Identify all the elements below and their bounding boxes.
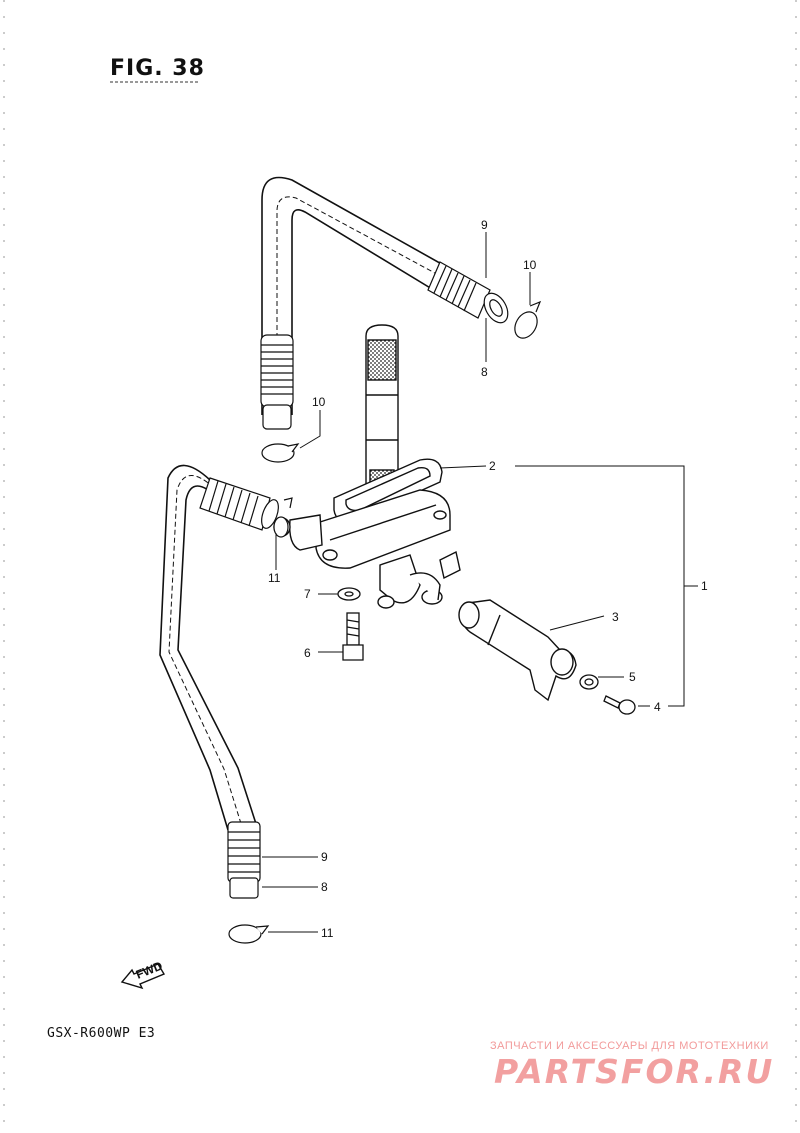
screw-4 bbox=[603, 695, 636, 715]
clip-upper-right bbox=[514, 300, 542, 339]
clip-bottom bbox=[228, 924, 270, 944]
callout-10-left: 10 bbox=[312, 395, 326, 409]
leader-lines bbox=[262, 232, 698, 933]
callout-8-top: 8 bbox=[481, 365, 488, 379]
upper-hose-ribs-diagonal bbox=[427, 261, 509, 324]
lower-hose-ribs-bottom bbox=[227, 821, 261, 899]
callout-4: 4 bbox=[654, 700, 661, 714]
fwd-arrow-icon: FWD bbox=[120, 958, 166, 990]
callout-1: 1 bbox=[701, 579, 708, 593]
figure-title: FIG. 38 bbox=[110, 56, 205, 81]
bolt-6 bbox=[342, 612, 364, 661]
fuel-cock-lever bbox=[458, 599, 577, 702]
upper-hose-ribs-vertical bbox=[260, 334, 294, 430]
callout-3: 3 bbox=[612, 610, 619, 624]
clip-upper-left bbox=[261, 443, 300, 463]
callout-8-bottom: 8 bbox=[321, 880, 328, 894]
callout-5: 5 bbox=[629, 670, 636, 684]
callout-11-bottom: 11 bbox=[321, 926, 334, 940]
washer-5 bbox=[579, 674, 599, 690]
callout-10-right: 10 bbox=[523, 258, 537, 272]
upper-fuel-hose bbox=[261, 176, 471, 415]
callout-6: 6 bbox=[304, 646, 311, 660]
clip-lower-left bbox=[273, 497, 293, 538]
watermark-logo: PARTSFOR.RU bbox=[494, 1052, 775, 1091]
callout-9-top: 9 bbox=[481, 218, 488, 232]
model-code: GSX-R600WP E3 bbox=[47, 1026, 156, 1041]
callout-2: 2 bbox=[489, 459, 496, 473]
washer-7 bbox=[337, 587, 361, 601]
fuel-cock-body bbox=[273, 489, 461, 609]
callout-7: 7 bbox=[304, 587, 311, 601]
callout-9-bottom: 9 bbox=[321, 850, 328, 864]
watermark-text: ЗАПЧАСТИ И АКСЕССУАРЫ ДЛЯ МОТОТЕХНИКИ bbox=[490, 1040, 769, 1052]
lower-hose-ribs-top bbox=[199, 477, 279, 531]
callout-11-left: 11 bbox=[268, 571, 281, 585]
